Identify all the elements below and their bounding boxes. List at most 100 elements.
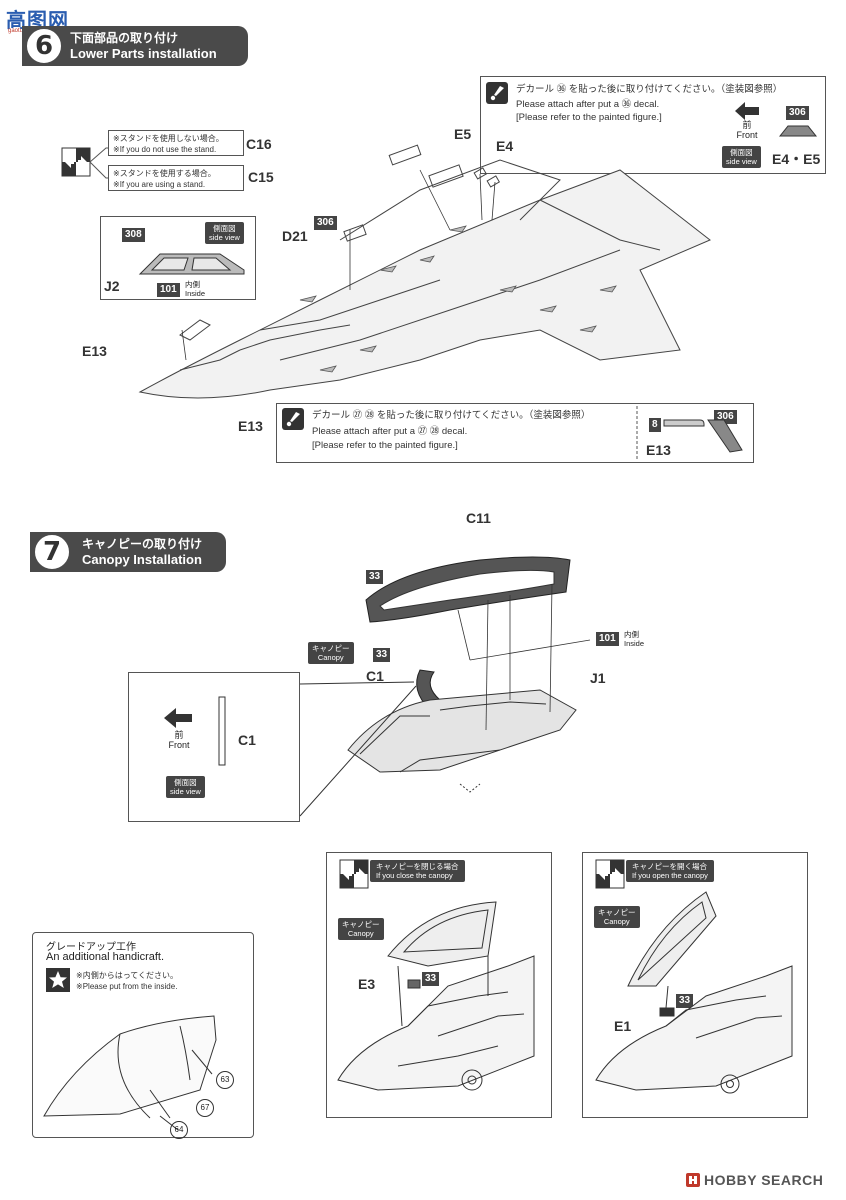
badge-33-closed: 33 bbox=[422, 972, 440, 986]
e4e5-side-view-tag: 側面図 side view bbox=[722, 146, 761, 168]
front-jp: 前 bbox=[742, 120, 752, 130]
open-title-tag: キャノピーを開く場合 If you open the canopy bbox=[626, 860, 714, 882]
badge-308: 308 bbox=[122, 228, 145, 242]
open-canopy-en: Canopy bbox=[603, 917, 630, 926]
inside-label-step7: 内側 Inside bbox=[624, 630, 644, 648]
hobby-search-logo-icon bbox=[686, 1173, 700, 1187]
decal36-jp: デカール ㊱ を貼った後に取り付けてください。（塗装図参照） bbox=[516, 84, 783, 95]
inside-en: Inside bbox=[185, 289, 206, 298]
open-title-en: If you open the canopy bbox=[632, 871, 708, 880]
stand-not-used-box: ※スタンドを使用しない場合。 ※If you do not use the st… bbox=[108, 130, 244, 156]
star-icon bbox=[46, 968, 70, 992]
footer-brand: HOBBY SEARCH bbox=[686, 1172, 823, 1188]
open-canopy-drawing bbox=[595, 891, 793, 1094]
decal2728-box bbox=[276, 403, 754, 463]
closed-title-en: If you close the canopy bbox=[376, 871, 453, 880]
step7-number: 7 bbox=[32, 532, 72, 572]
part-d21: D21 bbox=[282, 228, 308, 244]
j2-side-view-tag: 側面図 side view bbox=[205, 222, 244, 244]
canopy-assembly-drawing bbox=[347, 556, 591, 793]
decal2728-en2: [Please refer to the painted figure.] bbox=[312, 440, 458, 451]
part-j2: J2 bbox=[104, 278, 120, 294]
stand-not-used-jp: ※スタンドを使用しない場合。 bbox=[113, 134, 224, 143]
part-e3: E3 bbox=[358, 976, 376, 992]
front-arrow-icon bbox=[735, 102, 759, 120]
step6-number: 6 bbox=[24, 26, 64, 66]
divider bbox=[636, 406, 638, 460]
c1-inset-label: C1 bbox=[238, 732, 256, 748]
e4e5-part-drawing bbox=[778, 125, 818, 137]
side-view-jp-7: 側面図 bbox=[174, 778, 197, 787]
part-e13-lower: E13 bbox=[238, 418, 263, 434]
side-view-jp-2: 側面図 bbox=[730, 148, 753, 157]
badge-101: 101 bbox=[157, 283, 180, 297]
open-canopy-tag: キャノピー Canopy bbox=[594, 906, 640, 928]
inset-pointer-lines bbox=[299, 681, 417, 817]
badge-306-d21: 306 bbox=[314, 216, 337, 230]
num-67: 67 bbox=[196, 1099, 214, 1117]
closed-title-tag: キャノピーを閉じる場合 If you close the canopy bbox=[370, 860, 465, 882]
upgrade-canopy-drawing bbox=[43, 1015, 217, 1131]
stand-used-box: ※スタンドを使用する場合。 ※If you are using a stand. bbox=[108, 165, 244, 191]
upgrade-note-en: ※Please put from the inside. bbox=[76, 982, 178, 991]
closed-canopy-tag: キャノピー Canopy bbox=[338, 918, 384, 940]
part-e13-nose: E13 bbox=[82, 343, 107, 359]
alternative-icon-open bbox=[595, 859, 625, 889]
num-63: 63 bbox=[216, 1071, 234, 1089]
side-view-en-7: side view bbox=[170, 787, 201, 796]
step6-title-en: Lower Parts installation bbox=[70, 45, 217, 61]
front-en-7: Front bbox=[168, 740, 190, 750]
front-en: Front bbox=[736, 130, 758, 140]
j2-canopy-drawing bbox=[138, 253, 245, 275]
inside-jp-7: 内側 bbox=[624, 630, 639, 639]
step7-title-jp: キャノピーの取り付け bbox=[82, 536, 203, 551]
front-label-7: 前 Front bbox=[164, 730, 194, 750]
canopy-jp: キャノピー bbox=[312, 644, 350, 653]
part-c15: C15 bbox=[248, 169, 274, 185]
e13-part-drawing bbox=[663, 419, 743, 453]
decal36-box bbox=[480, 76, 826, 174]
stand-used-jp: ※スタンドを使用する場合。 bbox=[113, 169, 216, 178]
part-j1: J1 bbox=[590, 670, 606, 686]
open-canopy-jp: キャノピー bbox=[598, 908, 636, 917]
badge-33-c11: 33 bbox=[366, 570, 384, 584]
side-view-en-2: side view bbox=[726, 157, 757, 166]
c1-side-view-box bbox=[128, 672, 300, 822]
aircraft-underside-drawing bbox=[138, 144, 711, 399]
upgrade-title-en: An additional handicraft. bbox=[46, 951, 165, 963]
decal36-en2: [Please refer to the painted figure.] bbox=[516, 112, 662, 123]
decal36-en1: Please attach after put a ㊱ decal. bbox=[516, 99, 660, 110]
canopy-tag: キャノピー Canopy bbox=[308, 642, 354, 664]
paint-brush-icon-2 bbox=[282, 408, 304, 430]
part-e4: E4 bbox=[496, 138, 514, 154]
side-view-jp: 側面図 bbox=[213, 224, 236, 233]
step6-title-jp: 下面部品の取り付け bbox=[70, 30, 179, 45]
paint-brush-icon bbox=[486, 82, 508, 104]
badge-101-step7: 101 bbox=[596, 632, 619, 646]
footer-brand-text: HOBBY SEARCH bbox=[704, 1172, 824, 1188]
stand-used-en: ※If you are using a stand. bbox=[113, 180, 206, 189]
e4e5-label: E4・E5 bbox=[772, 151, 821, 167]
inside-en-7: Inside bbox=[624, 639, 645, 648]
front-jp-7: 前 bbox=[174, 730, 184, 740]
part-c16: C16 bbox=[246, 136, 272, 152]
inside-label: 内側 Inside bbox=[185, 280, 205, 298]
num-64: 64 bbox=[170, 1121, 188, 1139]
badge-33-c1: 33 bbox=[373, 648, 391, 662]
alternative-icon-closed bbox=[339, 859, 369, 889]
badge-306-e4e5: 306 bbox=[786, 106, 809, 120]
closed-canopy-drawing bbox=[337, 901, 535, 1091]
part-e1: E1 bbox=[614, 1018, 632, 1034]
closed-canopy-en: Canopy bbox=[347, 929, 374, 938]
part-c1: C1 bbox=[366, 668, 384, 684]
decal2728-jp: デカール ㉗ ㉘ を貼った後に取り付けてください。（塗装図参照） bbox=[312, 410, 591, 421]
alternative-icon bbox=[61, 147, 91, 177]
canopy-en: Canopy bbox=[317, 653, 344, 662]
side-view-en: side view bbox=[209, 233, 240, 242]
open-title-jp: キャノピーを開く場合 bbox=[632, 862, 707, 871]
closed-canopy-jp: キャノピー bbox=[342, 920, 380, 929]
front-label: 前 Front bbox=[734, 120, 760, 140]
closed-title-jp: キャノピーを閉じる場合 bbox=[376, 862, 459, 871]
step7-title-en: Canopy Installation bbox=[82, 551, 202, 567]
e13-label: E13 bbox=[646, 442, 671, 458]
